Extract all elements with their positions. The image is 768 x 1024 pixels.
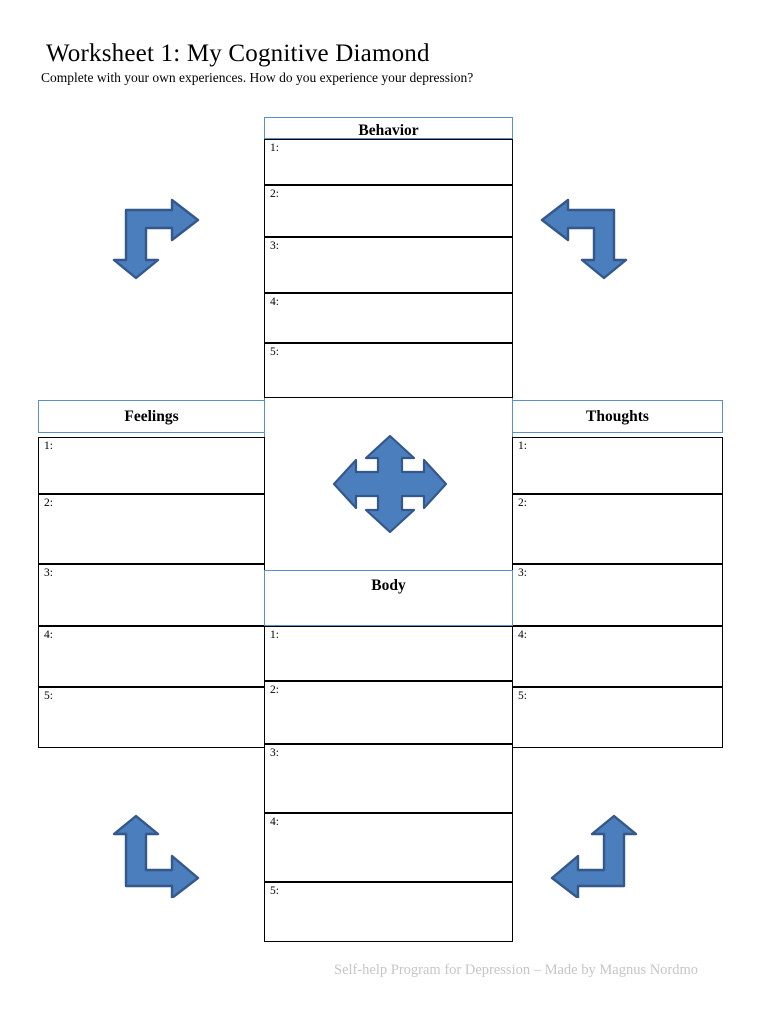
bent-arrow-up-right-icon	[104, 812, 202, 900]
thoughts-heading: Thoughts	[586, 408, 649, 425]
thoughts-row-4[interactable]: 4:	[512, 626, 723, 687]
thoughts-row-3[interactable]: 3:	[512, 564, 723, 626]
feelings-row-1-label: 1:	[44, 440, 53, 452]
thoughts-row-3-label: 3:	[518, 567, 527, 579]
body-row-3[interactable]: 3:	[264, 744, 513, 813]
page-title: Worksheet 1: My Cognitive Diamond	[46, 40, 430, 67]
feelings-row-4-label: 4:	[44, 629, 53, 641]
footer-credit: Self-help Program for Depression – Made …	[334, 962, 699, 978]
body-row-1-label: 1:	[270, 629, 279, 641]
thoughts-header-box: Thoughts	[512, 400, 723, 433]
behavior-row-2[interactable]: 2:	[264, 185, 513, 237]
behavior-row-3[interactable]: 3:	[264, 237, 513, 293]
feelings-row-4[interactable]: 4:	[38, 626, 265, 687]
feelings-row-5-label: 5:	[44, 690, 53, 702]
four-way-arrow-icon	[330, 432, 450, 536]
body-row-2-label: 2:	[270, 684, 279, 696]
page-subtitle: Complete with your own experiences. How …	[41, 70, 474, 85]
thoughts-row-2-label: 2:	[518, 497, 527, 509]
behavior-row-5[interactable]: 5:	[264, 343, 513, 398]
feelings-row-3[interactable]: 3:	[38, 564, 265, 626]
body-row-2[interactable]: 2:	[264, 681, 513, 744]
thoughts-row-2[interactable]: 2:	[512, 494, 723, 564]
feelings-header-box: Feelings	[38, 400, 265, 433]
feelings-row-2[interactable]: 2:	[38, 494, 265, 564]
body-row-3-label: 3:	[270, 747, 279, 759]
thoughts-row-1[interactable]: 1:	[512, 437, 723, 494]
thoughts-row-5-label: 5:	[518, 690, 527, 702]
feelings-row-3-label: 3:	[44, 567, 53, 579]
feelings-row-5[interactable]: 5:	[38, 687, 265, 748]
body-row-1[interactable]: 1:	[264, 626, 513, 681]
body-row-5[interactable]: 5:	[264, 882, 513, 942]
body-heading: Body	[371, 577, 406, 594]
behavior-row-1-label: 1:	[270, 142, 279, 154]
bent-arrow-up-left-icon	[548, 812, 646, 900]
feelings-row-2-label: 2:	[44, 497, 53, 509]
body-row-4-label: 4:	[270, 816, 279, 828]
feelings-row-1[interactable]: 1:	[38, 437, 265, 494]
bent-arrow-right-down-icon	[104, 196, 202, 282]
thoughts-row-5[interactable]: 5:	[512, 687, 723, 748]
behavior-header-box: Behavior	[264, 117, 513, 139]
behavior-row-1[interactable]: 1:	[264, 139, 513, 185]
behavior-row-5-label: 5:	[270, 346, 279, 358]
behavior-row-3-label: 3:	[270, 240, 279, 252]
body-header-box: Body	[264, 570, 513, 626]
body-row-5-label: 5:	[270, 885, 279, 897]
thoughts-row-4-label: 4:	[518, 629, 527, 641]
bent-arrow-left-down-icon	[538, 196, 636, 282]
behavior-row-4-label: 4:	[270, 296, 279, 308]
feelings-heading: Feelings	[124, 408, 179, 425]
behavior-heading: Behavior	[358, 122, 419, 139]
body-row-4[interactable]: 4:	[264, 813, 513, 882]
behavior-row-2-label: 2:	[270, 188, 279, 200]
behavior-row-4[interactable]: 4:	[264, 293, 513, 343]
thoughts-row-1-label: 1:	[518, 440, 527, 452]
